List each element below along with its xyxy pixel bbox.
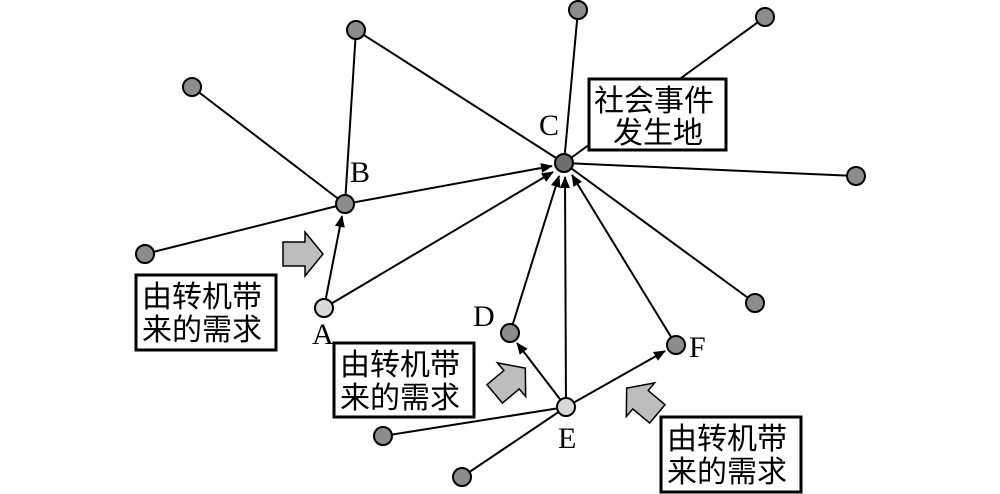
node-c (554, 153, 574, 173)
arrow-e-to-c (560, 176, 571, 408)
demand-center-line2: 来的需求 (340, 381, 460, 416)
node-a (314, 298, 334, 318)
edge-b-upper-left (191, 86, 346, 205)
node-f (666, 335, 686, 355)
arrow-d-to-c (509, 175, 561, 334)
edge-c-lower-right (563, 162, 756, 304)
demand-right-line2: 来的需求 (667, 455, 787, 490)
block-arrow-center (485, 361, 527, 405)
peripheral-node (745, 293, 765, 313)
peripheral-nodes (135, 0, 866, 487)
demand-right-line1: 由转机带 (667, 422, 787, 457)
event-site-line1: 社会事件 (594, 84, 714, 119)
edge-b-top (344, 29, 357, 205)
edge-c-top (563, 9, 579, 164)
demand-center-line1: 由转机带 (340, 348, 460, 383)
node-d-label: D (473, 300, 495, 333)
arrow-f-to-c (571, 174, 677, 346)
node-d (500, 323, 520, 343)
node-e (556, 397, 576, 417)
demand-box-left: 由转机带 来的需求 (134, 273, 278, 352)
arrow-e-to-f (565, 350, 666, 408)
node-b (335, 194, 355, 214)
peripheral-node (568, 0, 588, 20)
edge-top-to-c (355, 29, 565, 164)
node-b-label: B (350, 156, 370, 189)
edge-e-lower-left (461, 406, 567, 478)
edge-b-lower-left (144, 203, 346, 255)
peripheral-node (755, 7, 775, 27)
block-arrow-right (625, 381, 667, 425)
arrow-e-to-d (516, 342, 567, 408)
node-a-label: A (312, 318, 334, 351)
demand-left-line1: 由转机带 (142, 280, 262, 315)
edges (144, 9, 857, 478)
block-arrow-left (282, 229, 324, 279)
directed-edges (323, 163, 677, 408)
demand-left-line2: 来的需求 (142, 313, 262, 348)
arrow-a-to-c (323, 171, 554, 309)
node-c-label: C (539, 109, 559, 142)
node-f-label: F (689, 331, 706, 364)
demand-box-right: 由转机带 来的需求 (659, 415, 803, 494)
peripheral-node (846, 166, 866, 186)
peripheral-node (373, 426, 393, 446)
peripheral-node (182, 77, 202, 97)
peripheral-node (135, 244, 155, 264)
event-site-line2: 发生地 (613, 116, 703, 151)
arrow-a-to-b (323, 215, 345, 309)
peripheral-node (346, 20, 366, 40)
block-arrows (282, 229, 667, 425)
demand-box-center: 由转机带 来的需求 (332, 341, 476, 419)
edge-e-left (382, 406, 567, 437)
node-e-label: E (558, 422, 576, 455)
edge-c-right (563, 162, 857, 177)
arrow-b-to-c (344, 163, 553, 205)
event-site-box: 社会事件 发生地 (587, 77, 728, 152)
peripheral-node (452, 467, 472, 487)
